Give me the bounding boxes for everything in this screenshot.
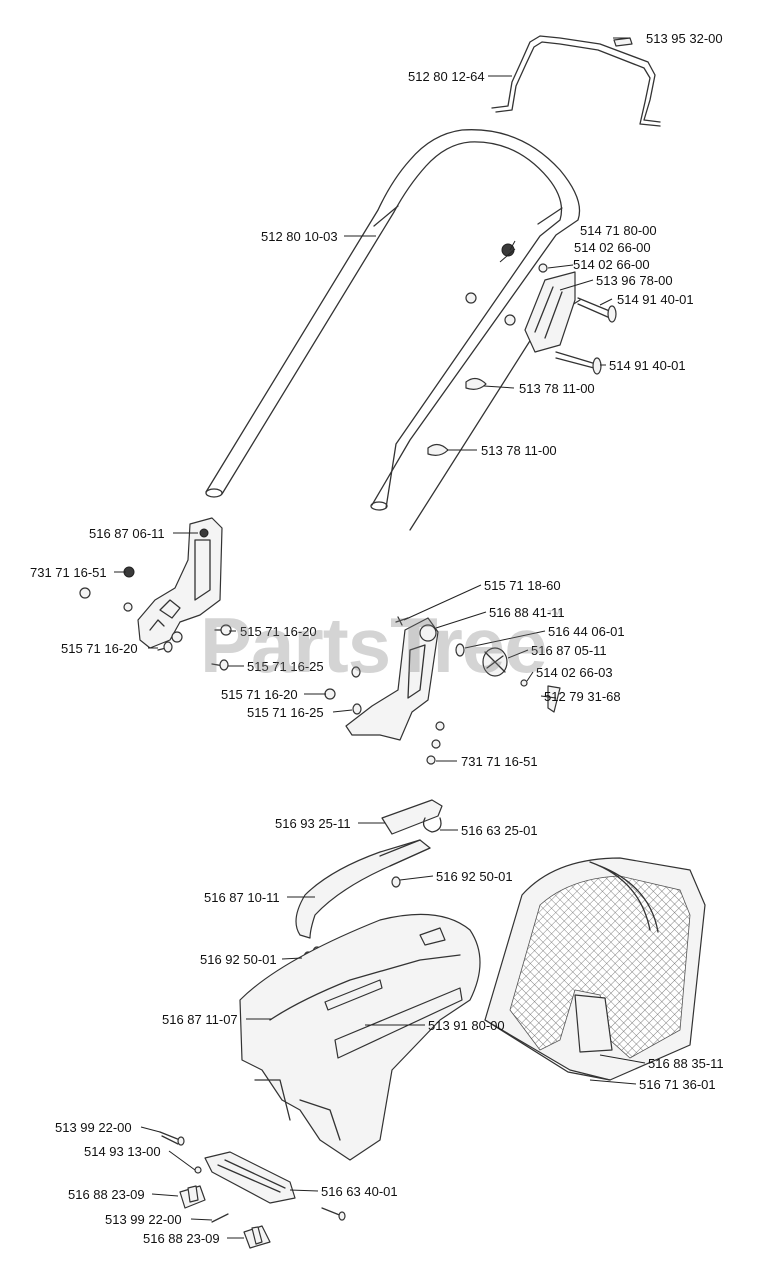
- cable-clip-parts: [427, 377, 487, 456]
- callout-label: 514 91 40-01: [609, 358, 686, 373]
- callout-label: 513 78 11-00: [519, 381, 595, 396]
- callout-label: 516 63 40-01: [321, 1184, 398, 1199]
- callout-label: 516 88 23-09: [68, 1187, 145, 1202]
- callout-label: 516 71 36-01: [639, 1077, 716, 1092]
- callout-label: 515 71 16-20: [240, 624, 317, 639]
- callout-label: 513 99 22-00: [55, 1120, 132, 1135]
- callout-label: 516 92 50-01: [436, 869, 513, 884]
- callout-label: 513 91 80-00: [428, 1018, 505, 1033]
- callout-label: 515 71 16-20: [221, 687, 298, 702]
- callout-label: 516 63 25-01: [461, 823, 538, 838]
- callout-label: 514 93 13-00: [84, 1144, 161, 1159]
- callout-label: 516 87 10-11: [204, 890, 280, 905]
- callout-label: 516 87 05-11: [531, 643, 607, 658]
- callout-label: 512 80 12-64: [408, 69, 485, 84]
- callout-label: 516 92 50-01: [200, 952, 277, 967]
- callout-label: 516 88 23-09: [143, 1231, 220, 1246]
- callout-label: 512 80 10-03: [261, 229, 338, 244]
- upper-control-bar-part: [491, 35, 661, 127]
- hinge-parts: [159, 1131, 346, 1249]
- callout-label: 516 87 11-07: [162, 1012, 238, 1027]
- callout-labels: 513 95 32-00 512 80 12-64 512 80 10-03 5…: [30, 31, 724, 1246]
- grass-bag-part: [484, 857, 706, 1081]
- callout-label: 512 79 31-68: [544, 689, 621, 704]
- callout-label: 516 93 25-11: [275, 816, 351, 831]
- callout-label: 514 91 40-01: [617, 292, 694, 307]
- callout-label: 513 96 78-00: [596, 273, 673, 288]
- callout-label: 516 44 06-01: [548, 624, 625, 639]
- callout-label: 516 88 41-11: [489, 605, 565, 620]
- callout-label: 514 02 66-03: [536, 665, 613, 680]
- right-handle-bracket-part: [324, 616, 561, 765]
- callout-label: 516 88 35-11: [648, 1056, 724, 1071]
- callout-label: 513 95 32-00: [646, 31, 723, 46]
- callout-label: 731 71 16-51: [30, 565, 107, 580]
- callout-label: 514 71 80-00: [580, 223, 657, 238]
- callout-label: 516 87 06-11: [89, 526, 165, 541]
- callout-label: 513 78 11-00: [481, 443, 557, 458]
- callout-label: 513 99 22-00: [105, 1212, 182, 1227]
- callout-label: 731 71 16-51: [461, 754, 538, 769]
- callout-label: 514 02 66-00: [573, 257, 650, 272]
- catcher-frame-part: [239, 913, 481, 1161]
- callout-label: 515 71 18-60: [484, 578, 561, 593]
- callout-label: 514 02 66-00: [574, 240, 651, 255]
- callout-label: 515 71 16-20: [61, 641, 138, 656]
- leader-lines: [114, 37, 646, 1239]
- main-handle-part: [205, 129, 581, 531]
- callout-label: 515 71 16-25: [247, 705, 324, 720]
- handle-clamp-part: [465, 243, 617, 375]
- callout-label: 515 71 16-25: [247, 659, 324, 674]
- left-handle-bracket-part: [79, 517, 232, 671]
